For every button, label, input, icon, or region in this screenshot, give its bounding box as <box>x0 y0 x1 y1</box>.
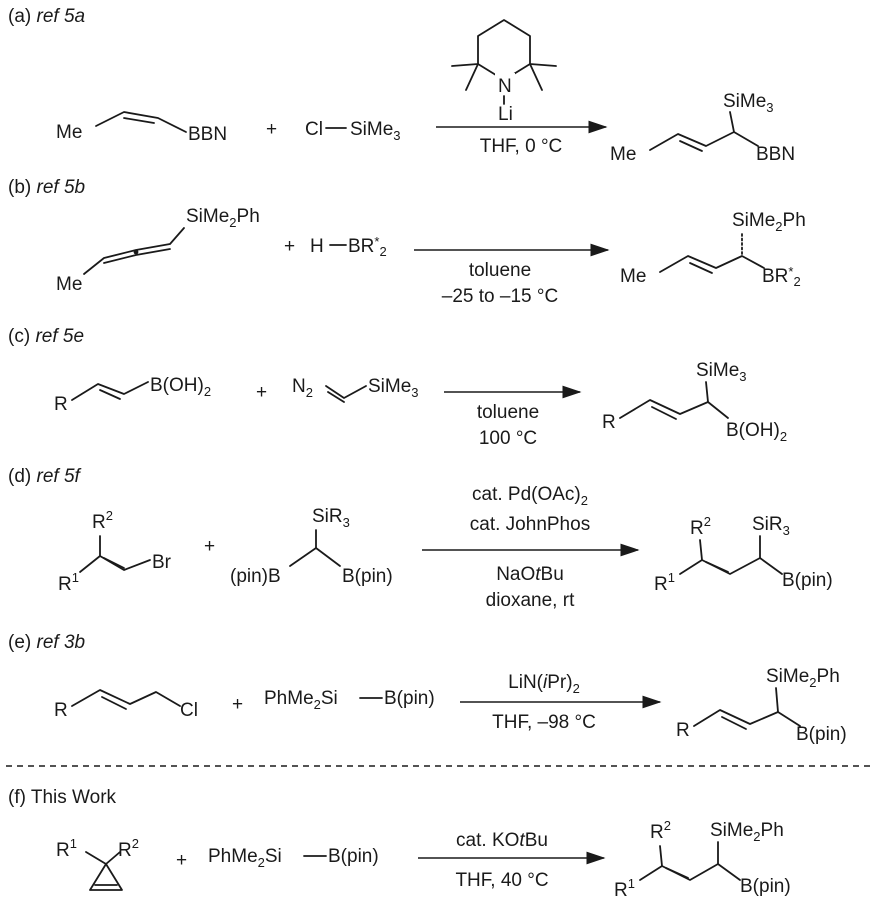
e-cl: Cl <box>180 700 198 721</box>
d-r2: R2 <box>92 508 113 533</box>
d-prod-bpin: B(pin) <box>782 570 833 591</box>
d-below2: dioxane, rt <box>486 590 575 611</box>
c-prod-r: R <box>602 412 616 433</box>
row-b-label: (b) ref 5b <box>8 177 85 198</box>
a-prod-me: Me <box>610 144 636 165</box>
f-above: cat. KOtBu <box>456 830 548 851</box>
b-sime2ph: SiMe2Ph <box>186 206 260 230</box>
f-prod-r2: R2 <box>650 818 671 843</box>
row-c-label: (c) ref 5e <box>8 326 84 347</box>
c-r: R <box>54 394 68 415</box>
b-prod-me: Me <box>620 266 646 287</box>
a-li: Li <box>498 104 513 125</box>
e-below: THF, –98 °C <box>492 712 596 733</box>
d-r1: R1 <box>58 570 79 595</box>
d-pinb-left: (pin)B <box>230 566 281 587</box>
d-br: Br <box>152 552 172 573</box>
d-prod-r2: R2 <box>690 514 711 539</box>
c-prod-boh2: B(OH)2 <box>726 420 787 444</box>
scheme-c: (c) ref 5e R B(OH)2 + N2 SiMe3 toluene 1… <box>8 326 787 449</box>
e-r: R <box>54 700 68 721</box>
a-sime3: SiMe3 <box>350 119 401 143</box>
a-prod-sime3: SiMe3 <box>723 91 774 115</box>
b-prod-si: SiMe2Ph <box>732 210 806 234</box>
f-r1: R1 <box>56 836 77 861</box>
d-above1: cat. Pd(OAc)2 <box>472 484 588 508</box>
e-prod-r: R <box>676 720 690 741</box>
e-si: PhMe2Si <box>264 688 338 712</box>
f-r2: R2 <box>118 836 139 861</box>
scheme-a: (a) ref 5a Me BBN + Cl SiMe3 N Li THF, 0… <box>8 6 795 165</box>
c-below2: 100 °C <box>479 428 537 449</box>
d-prod-sir3: SiR3 <box>752 514 790 538</box>
row-a-label: (a) ref 5a <box>8 6 85 27</box>
d-below1: NaOtBu <box>496 564 564 585</box>
f-prod-si: SiMe2Ph <box>710 820 784 844</box>
c-n2: N2 <box>292 376 313 400</box>
d-prod-r1: R1 <box>654 570 675 595</box>
scheme-e: (e) ref 3b R Cl + PhMe2Si B(pin) LiN(iPr… <box>8 632 847 745</box>
e-prod-b: B(pin) <box>796 724 847 745</box>
f-prod-b: B(pin) <box>740 876 791 897</box>
c-below1: toluene <box>477 402 539 423</box>
f-b: B(pin) <box>328 846 379 867</box>
row-e-label: (e) ref 3b <box>8 632 85 653</box>
row-f-label: (f) This Work <box>8 787 117 808</box>
d-plus: + <box>204 536 215 557</box>
e-prod-si: SiMe2Ph <box>766 666 840 690</box>
e-above: LiN(iPr)2 <box>508 672 580 696</box>
f-plus: + <box>176 850 187 871</box>
row-d-label: (d) ref 5f <box>8 466 82 487</box>
f-below: THF, 40 °C <box>455 870 548 891</box>
a-cl: Cl <box>305 119 323 140</box>
d-above2: cat. JohnPhos <box>470 514 590 535</box>
a-me: Me <box>56 122 82 143</box>
b-plus: + <box>284 236 295 257</box>
d-pinb-right: B(pin) <box>342 566 393 587</box>
a-below: THF, 0 °C <box>480 136 563 157</box>
a-bbn: BBN <box>188 124 227 145</box>
b-below1: toluene <box>469 260 531 281</box>
a-prod-bbn: BBN <box>756 144 795 165</box>
b-h: H <box>310 236 324 257</box>
scheme-d: (d) ref 5f R2 R1 Br + SiR3 (pin)B B(pin)… <box>8 466 833 611</box>
b-br2: BR*2 <box>348 234 387 259</box>
e-plus: + <box>232 694 243 715</box>
c-plus: + <box>256 382 267 403</box>
a-n: N <box>498 76 512 97</box>
b-below2: –25 to –15 °C <box>442 286 558 307</box>
c-sime3: SiMe3 <box>368 376 419 400</box>
b-me: Me <box>56 274 82 295</box>
b-prod-br: BR*2 <box>762 264 801 289</box>
a-tmp-li: N Li <box>451 19 557 125</box>
scheme-f: (f) This Work R1 R2 + PhMe2Si B(pin) cat… <box>8 787 791 901</box>
c-prod-si: SiMe3 <box>696 360 747 384</box>
a-plus: + <box>266 119 277 140</box>
f-si: PhMe2Si <box>208 846 282 870</box>
d-sir3: SiR3 <box>312 506 350 530</box>
c-boh2: B(OH)2 <box>150 375 211 399</box>
scheme-b: (b) ref 5b SiMe2Ph Me + H BR*2 toluene –… <box>8 177 806 307</box>
f-prod-r1: R1 <box>614 876 635 901</box>
e-b: B(pin) <box>384 688 435 709</box>
